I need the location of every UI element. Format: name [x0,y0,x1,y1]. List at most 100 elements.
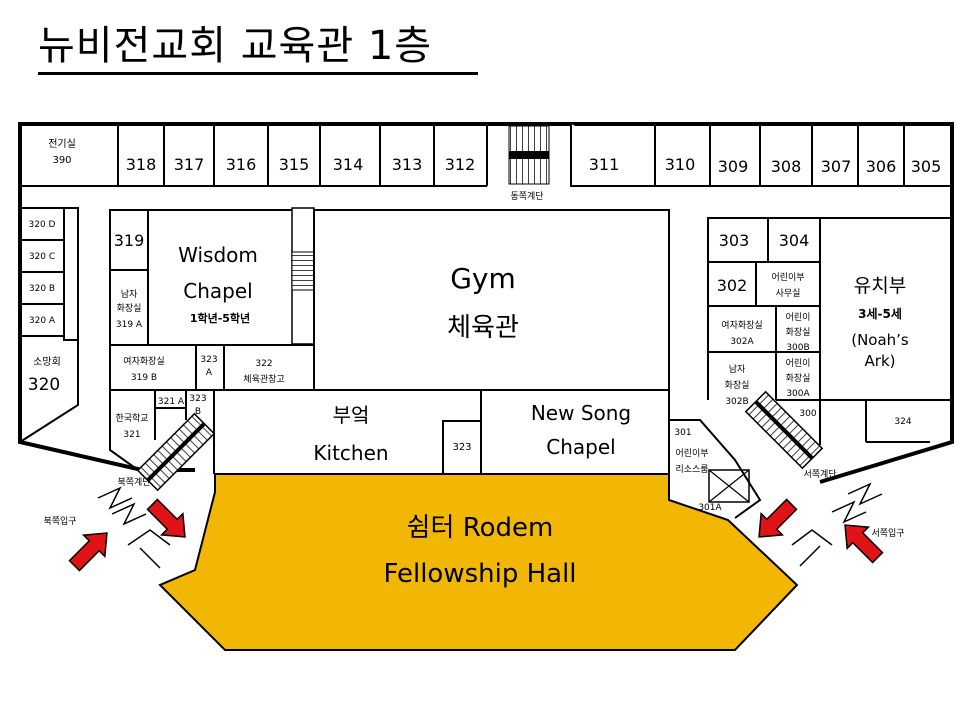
kitchen-row [213,389,670,475]
room-302a[interactable]: 여자화장실 302A [721,319,762,347]
room-319a-line1: 남자 [121,289,138,300]
room-302b[interactable]: 남자 화장실 302B [725,364,750,407]
room-315[interactable]: 315 [279,155,310,174]
resource-room-line2: 리소스룸 [675,464,708,475]
room-321a[interactable]: 321 A [158,397,185,407]
page-title: 뉴비전교회 교육관 1층 [38,23,433,69]
room-300b-line3: 300B [786,343,809,353]
room-300a-line3: 300A [786,389,810,399]
room-301-area [669,419,762,519]
room-322-line1: 322 [255,359,272,369]
kindergarten[interactable]: 유치부 3세-5세 (Noah’s Ark) [851,275,909,370]
room-321-area [109,390,187,471]
room-310[interactable]: 310 [665,155,696,174]
room-304[interactable]: 304 [779,231,810,250]
north-stairs-label: 북쪽계단 [117,476,150,488]
gym-name: Gym [450,262,516,295]
north-entrance-label: 북쪽입구 [43,515,76,527]
room-306[interactable]: 306 [866,157,897,176]
room-321-name: 한국학교 [115,413,148,424]
room-323b-line2: B [195,407,201,417]
room-322-line2: 체육관창고 [243,374,284,385]
room-300[interactable]: 300 [799,409,816,419]
west-entrance-label: 서쪽입구 [871,527,904,539]
room-300b[interactable]: 어린이 화장실 300B [786,312,811,353]
arrow-north-inner-icon [146,498,186,538]
room-302[interactable]: 302 [717,276,748,295]
room-323a-line2: A [206,368,213,378]
room-318[interactable]: 318 [126,155,157,174]
room-320[interactable]: 소망회 320 [28,356,61,395]
room-323a[interactable]: 323 A [200,355,217,378]
room-324[interactable]: 324 [894,417,911,427]
room-303[interactable]: 303 [719,231,750,250]
room-313[interactable]: 313 [392,155,423,174]
room-308[interactable]: 308 [771,157,802,176]
childrens-office[interactable]: 어린이부 사무실 [771,272,804,299]
office-line1: 어린이부 [771,272,804,283]
north-stairs[interactable]: 북쪽계단 [117,412,216,492]
room-321-number: 321 [123,430,140,440]
arrow-west-inner-icon [758,498,798,538]
room-300b-line2: 화장실 [786,327,811,338]
room-300a-line2: 화장실 [786,373,811,384]
room-323[interactable]: 323 [452,442,471,453]
room-322[interactable]: 322 체육관창고 [243,359,284,385]
room-320d[interactable]: 320 D [29,220,56,230]
title-underline [38,72,478,75]
kinder-en-1: (Noah’s [851,331,909,349]
gym[interactable]: Gym 체육관 [313,209,670,391]
room-320-name: 소망회 [33,356,61,368]
room-302b-line1: 남자 [729,364,746,375]
room-314[interactable]: 314 [333,155,364,174]
wisdom-chapel[interactable]: Wisdom Chapel 1학년-5학년 [178,243,258,325]
room-320-number: 320 [28,375,60,395]
room-320a[interactable]: 320 A [29,316,56,326]
fellowship-hall-label: 쉼터 Rodem [407,513,554,543]
west-entrance-doors [791,482,883,567]
room-320c[interactable]: 320 C [29,252,55,262]
room-320b[interactable]: 320 B [29,284,55,294]
room-302a-line1: 여자화장실 [721,319,762,331]
room-321[interactable]: 한국학교 321 [115,413,148,440]
room-300a[interactable]: 어린이 화장실 300A [786,358,811,399]
room-309[interactable]: 309 [718,157,749,176]
room-317[interactable]: 317 [174,155,205,174]
new-song-name: New Song [531,401,631,425]
room-319[interactable]: 319 [114,231,145,250]
arrow-north-outer-icon [68,532,108,572]
room-390[interactable]: 전기실 390 [48,138,76,166]
north-entrance-doors [97,486,171,569]
room-300b-line1: 어린이 [786,312,811,323]
right-wing [707,217,952,445]
room-323b-line1: 323 [189,394,206,404]
left-wing [19,207,79,443]
childrens-resource-room[interactable]: 어린이부 리소스룸 [675,448,708,475]
new-song-name2: Chapel [546,435,615,459]
room-319b-line1: 여자화장실 [123,355,164,367]
room-312[interactable]: 312 [445,155,476,174]
room-390-name: 전기실 [48,138,76,150]
room-305[interactable]: 305 [911,157,942,176]
resource-room-line1: 어린이부 [675,448,708,459]
room-311[interactable]: 311 [589,155,620,174]
wisdom-chapel-grades: 1학년-5학년 [190,311,250,325]
entrance-arrows [68,498,884,572]
kinder-name: 유치부 [854,275,906,297]
east-stairs[interactable]: 동쪽계단 [508,125,550,202]
kitchen[interactable]: 부엌 Kitchen [313,403,388,465]
wisdom-stair [291,207,315,345]
room-301a[interactable]: 301A [698,503,722,513]
wisdom-chapel-name2: Chapel [183,279,252,303]
new-song-chapel[interactable]: New Song Chapel [531,401,631,459]
west-stairs[interactable]: 서쪽계단 [744,390,837,480]
east-stairs-label: 동쪽계단 [510,190,543,202]
room-323a-line1: 323 [200,355,217,365]
room-301[interactable]: 301 [674,428,691,438]
room-316[interactable]: 316 [226,155,257,174]
room-319a[interactable]: 남자 화장실 319 A [116,289,143,330]
fellowship-hall[interactable]: 쉼터 Rodem Fellowship Hall [158,473,799,651]
room-323b[interactable]: 323 B [189,394,206,417]
room-307[interactable]: 307 [821,157,852,176]
room-319b[interactable]: 여자화장실 319 B [123,355,164,383]
